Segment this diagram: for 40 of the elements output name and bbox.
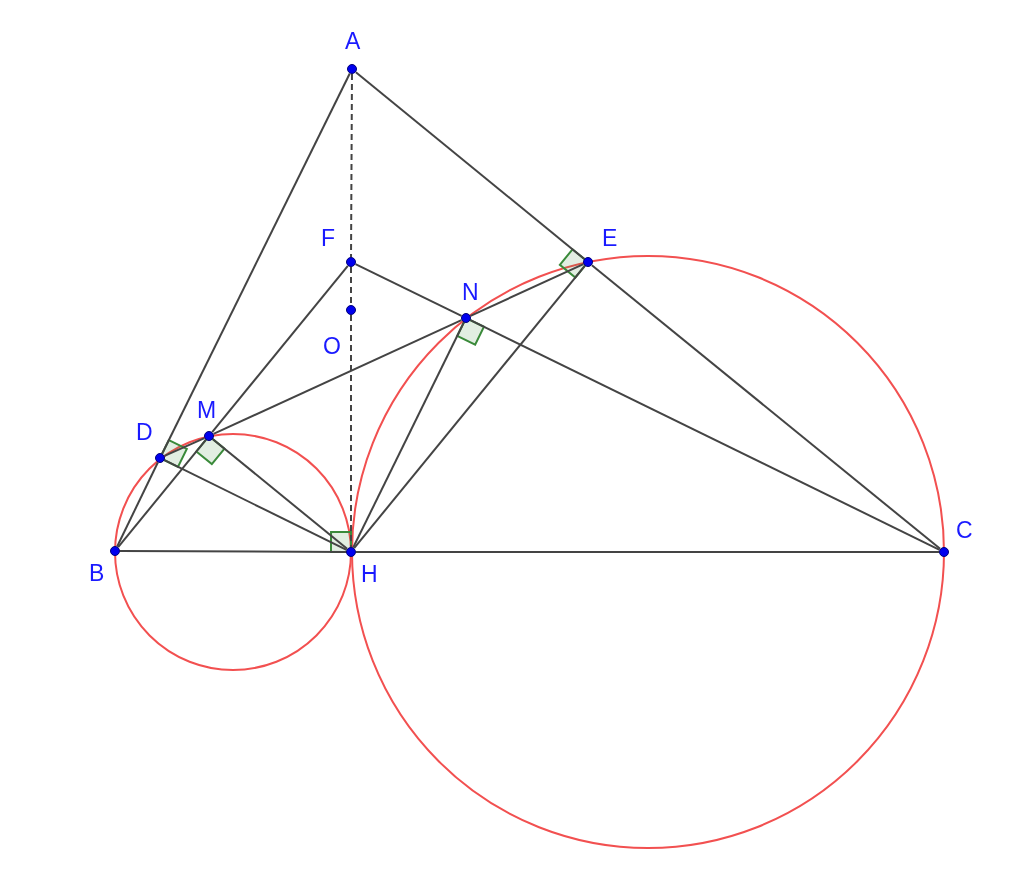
point-label: N bbox=[462, 280, 479, 304]
point-marker bbox=[346, 257, 356, 267]
point-marker bbox=[583, 257, 593, 267]
point-label: B bbox=[89, 561, 105, 585]
point-marker bbox=[347, 64, 357, 74]
line-segment bbox=[355, 551, 940, 553]
line-segment bbox=[590, 264, 942, 550]
line-segment bbox=[353, 264, 586, 550]
line-segment bbox=[469, 319, 941, 551]
line-segment bbox=[211, 264, 349, 434]
line-segment bbox=[212, 319, 463, 435]
line-segment bbox=[117, 438, 207, 549]
point-label: C bbox=[956, 518, 973, 542]
point-label: O bbox=[323, 334, 341, 358]
point-label: A bbox=[345, 29, 361, 53]
point-marker bbox=[155, 453, 165, 463]
point-label: E bbox=[602, 226, 618, 250]
line-segment bbox=[354, 263, 463, 317]
line-segment bbox=[163, 459, 348, 551]
point-label: M bbox=[197, 398, 217, 422]
point-marker bbox=[204, 431, 214, 441]
line-segment bbox=[354, 71, 586, 260]
point-marker bbox=[939, 547, 949, 557]
point-marker bbox=[346, 547, 356, 557]
line-segment bbox=[350, 314, 352, 548]
line-segment bbox=[350, 73, 353, 258]
point-marker bbox=[346, 305, 356, 315]
point-marker bbox=[110, 546, 120, 556]
line-segment bbox=[163, 437, 206, 457]
line-segment bbox=[352, 321, 465, 549]
line-segment bbox=[469, 263, 585, 317]
line-segment bbox=[119, 550, 347, 553]
point-label: D bbox=[136, 420, 153, 444]
point-label: F bbox=[321, 226, 336, 250]
line-segment bbox=[116, 461, 159, 548]
line-segment bbox=[211, 438, 349, 550]
point-marker bbox=[461, 313, 471, 323]
line-segment bbox=[350, 266, 352, 306]
line-segment bbox=[161, 72, 351, 455]
point-label: H bbox=[361, 562, 378, 586]
